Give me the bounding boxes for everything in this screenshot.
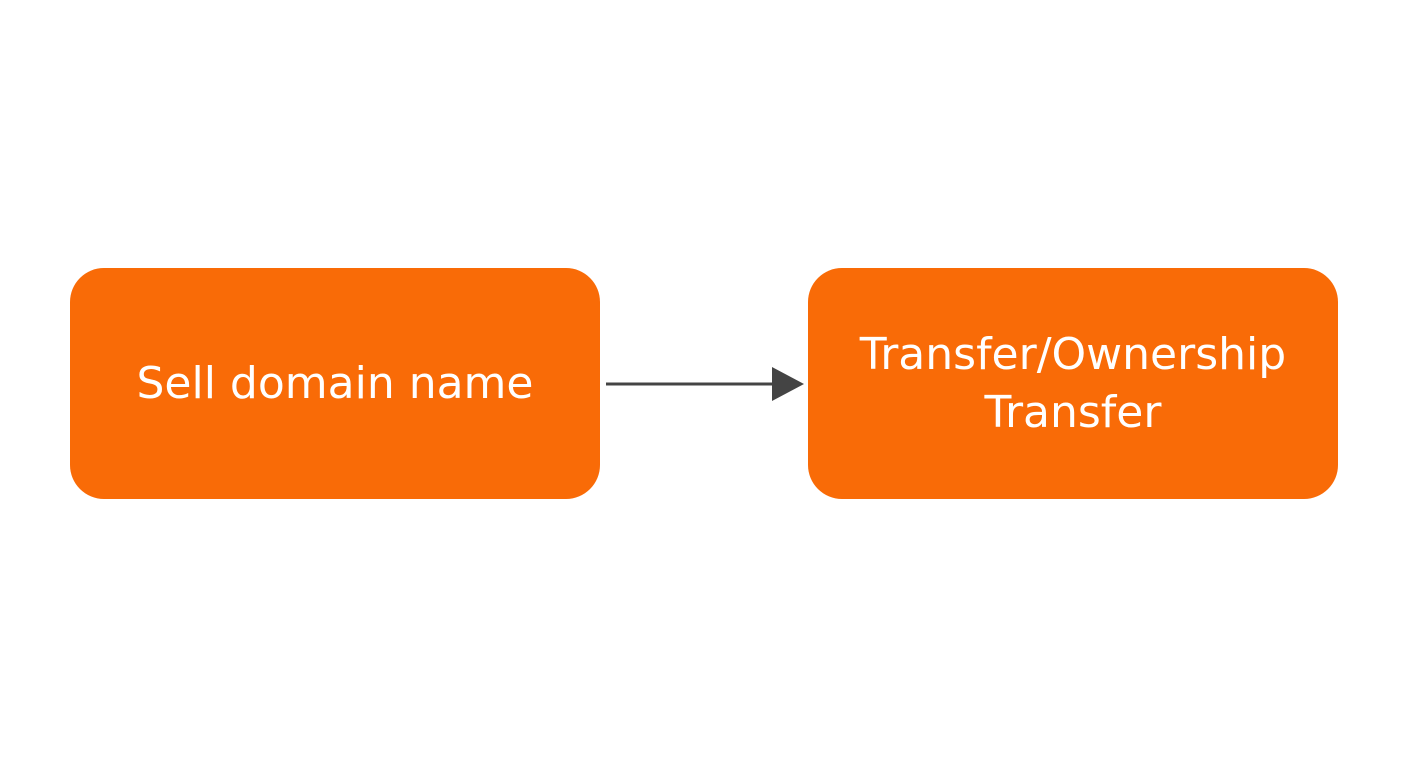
arrowhead-icon <box>772 367 804 401</box>
node-transfer-ownership: Transfer/Ownership Transfer <box>808 268 1338 499</box>
node-transfer-ownership-label-line-1: Transfer/Ownership <box>859 328 1287 380</box>
node-transfer-ownership-label-line-2: Transfer <box>984 386 1162 438</box>
node-sell-domain-name-label: Sell domain name <box>136 357 534 409</box>
node-sell-domain-name: Sell domain name <box>70 268 600 499</box>
